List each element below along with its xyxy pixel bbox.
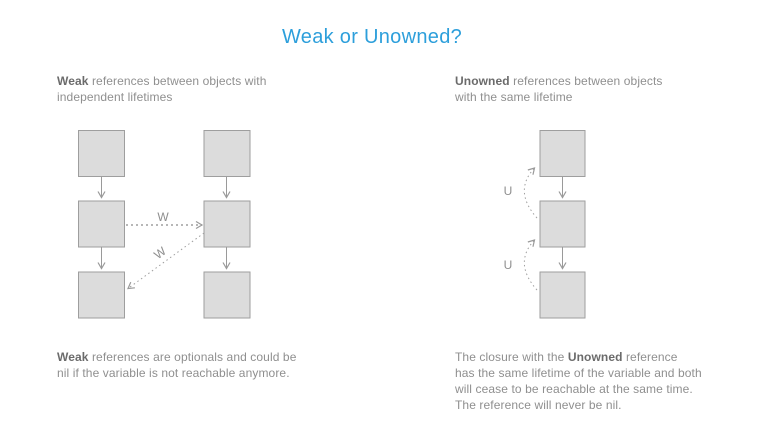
object-box: [539, 271, 586, 319]
text-line: The closure with the Unowned reference: [455, 349, 702, 365]
caption-text: references are optionals and could be: [88, 350, 297, 364]
caption-text: reference: [622, 350, 678, 364]
weak-keyword: Weak: [57, 74, 89, 88]
object-box: [203, 130, 251, 177]
weak-label: W: [157, 210, 169, 224]
object-box: [539, 200, 586, 248]
object-box: [78, 200, 125, 248]
unowned-label: U: [504, 258, 513, 272]
unowned-keyword: Unowned: [455, 74, 510, 88]
object-box: [539, 130, 586, 177]
unowned-diagram: U U: [504, 130, 586, 319]
text-line: nil if the variable is not reachable any…: [57, 366, 290, 380]
object-box: [78, 130, 125, 177]
text-line: independent lifetimes: [57, 90, 173, 104]
text-line: will cease to be reachable at the same t…: [455, 382, 693, 396]
weak-keyword: Weak: [57, 350, 89, 364]
object-box: [78, 271, 125, 319]
object-box: [203, 200, 251, 248]
text-line: has the same lifetime of the variable an…: [455, 366, 702, 380]
page-title: Weak or Unowned?: [281, 26, 463, 48]
text-line: The reference will never be nil.: [455, 398, 622, 412]
heading-text: references between objects: [509, 74, 663, 88]
unowned-label: U: [504, 184, 513, 198]
caption-text: The closure with the: [455, 350, 568, 364]
weak-heading: Weak references between objects with ind…: [57, 73, 267, 105]
weak-label: W: [151, 244, 169, 262]
unowned-caption: The closure with the Unowned reference h…: [455, 349, 702, 413]
unowned-reference-arrow: [523, 167, 538, 219]
weak-reference-arrow-diagonal: [127, 232, 205, 290]
unowned-keyword: Unowned: [567, 350, 623, 364]
heading-text: references between objects with: [88, 74, 267, 88]
unowned-heading: Unowned references between objects with …: [455, 73, 663, 105]
object-box: [203, 271, 251, 319]
text-line: Weak references are optionals and could …: [57, 349, 296, 365]
text-line: with the same lifetime: [455, 90, 573, 104]
text-line: Weak references between objects with: [57, 73, 267, 89]
unowned-reference-arrow: [523, 239, 538, 291]
weak-diagram: W W: [78, 130, 251, 319]
weak-caption: Weak references are optionals and could …: [57, 349, 296, 381]
text-line: Unowned references between objects: [455, 73, 663, 89]
